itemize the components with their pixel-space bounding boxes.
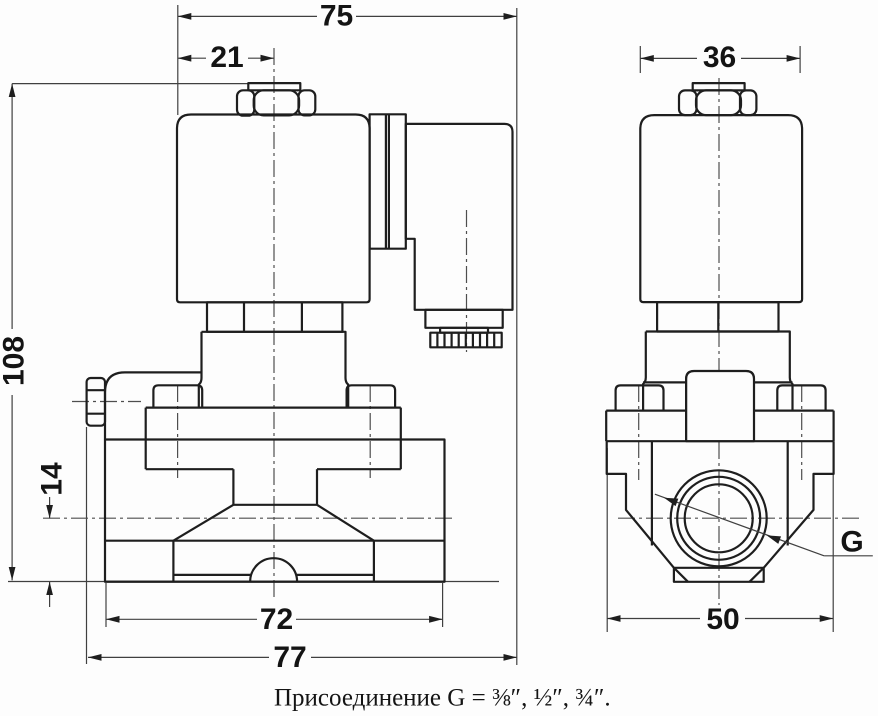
svg-text:36: 36 [703, 41, 736, 74]
svg-text:108: 108 [0, 336, 31, 386]
svg-text:75: 75 [320, 0, 353, 33]
svg-text:21: 21 [210, 41, 243, 74]
svg-text:72: 72 [260, 603, 293, 636]
svg-text:Присоединение G = ⅜″, ½″, ¾″.: Присоединение G = ⅜″, ½″, ¾″. [274, 685, 611, 712]
svg-text:14: 14 [36, 462, 69, 496]
svg-text:77: 77 [273, 641, 306, 674]
svg-text:G: G [840, 526, 863, 559]
svg-text:50: 50 [706, 603, 739, 636]
